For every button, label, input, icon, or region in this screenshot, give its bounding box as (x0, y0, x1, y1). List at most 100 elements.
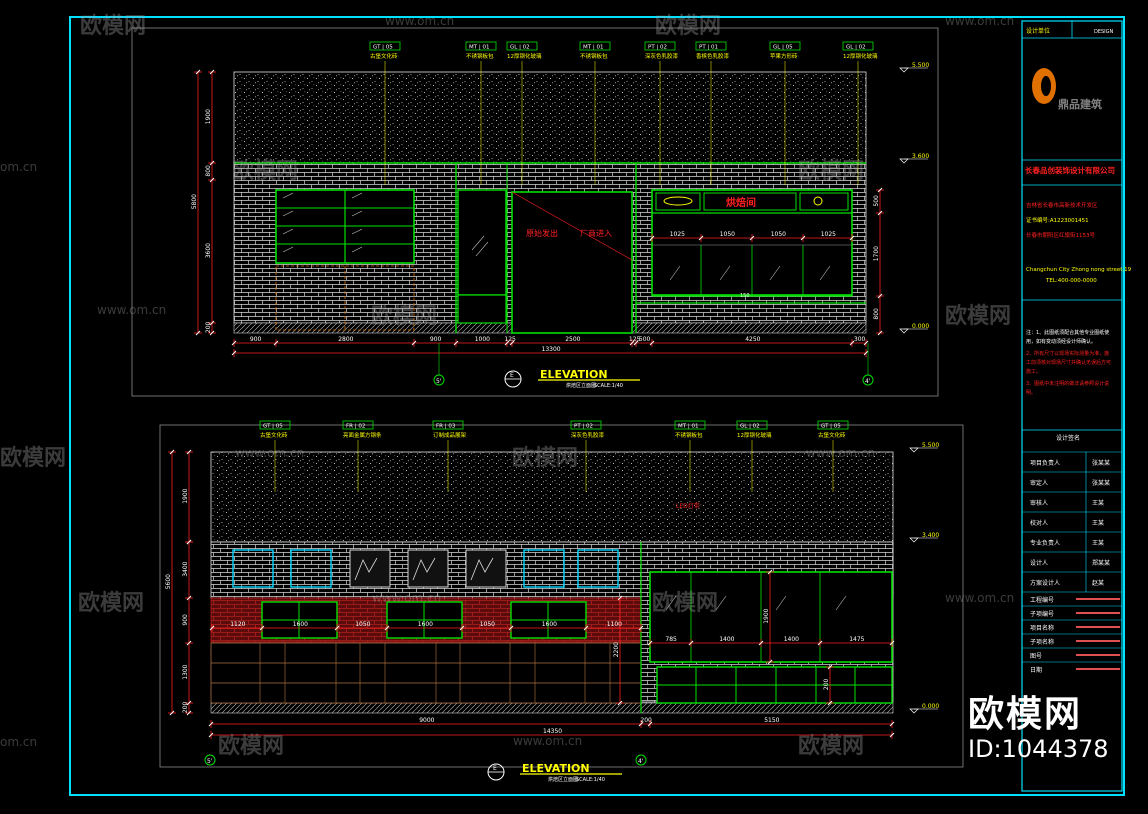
dimension-label: 500 (873, 195, 880, 207)
dimension-label: 1475 (849, 636, 864, 643)
sign-row-label: 项目名称 (1030, 624, 1054, 632)
dimension-label: 1400 (784, 636, 799, 643)
sign-row-label: 专业负责人 (1030, 539, 1060, 547)
dimension-label: 1400 (719, 636, 734, 643)
callout-desc: 亮面金属方钢条 (343, 431, 382, 439)
sign-row-label: 日期 (1030, 666, 1042, 674)
callout-desc: 深灰色乳胶漆 (645, 52, 679, 60)
callout-desc: 12厚钢化玻璃 (843, 52, 878, 60)
door-label-left: 原始发出 (526, 228, 558, 238)
level-marker-icon (899, 328, 909, 334)
dimension-label: 785 (665, 636, 677, 643)
dimension-label: 500 (639, 336, 651, 343)
dimension-label: 4250 (745, 336, 760, 343)
callout-box (465, 41, 497, 51)
callout-code: GL | 02 (740, 424, 760, 430)
dimension-label: 300 (854, 336, 866, 343)
shelves (261, 601, 587, 639)
callout-code: PT | 02 (574, 424, 593, 430)
note-line: 施工。 (1026, 368, 1041, 375)
level-value: 5.500 (912, 62, 929, 69)
note-line: 3、图纸中未注明的做法请参照设计说 (1026, 380, 1109, 387)
note-line: 用，如有变动须经设计师确认。 (1026, 338, 1096, 345)
dimension-label: 1900 (205, 109, 212, 124)
dimension-label: 150 (740, 293, 750, 299)
viewport-frame-2 (159, 424, 964, 768)
dimension-label: 13300 (542, 346, 561, 353)
logo-text: 鼎品建筑 (1058, 97, 1102, 111)
dimension-label: 1050 (355, 621, 370, 628)
dimension-label: 1025 (670, 231, 685, 238)
level-marker-icon (909, 708, 919, 714)
dimension-label: 9000 (419, 717, 434, 724)
address-line-3: 长春市朝阳区红旗街1153号 (1026, 231, 1095, 239)
callout-box (506, 41, 538, 51)
title-block-border (1021, 20, 1123, 792)
sign-row-label: 子项名称 (1030, 638, 1054, 646)
dimension-label: 3600 (205, 243, 212, 258)
callout-code: MT | 01 (469, 45, 489, 51)
brand-stamp: 欧模网 ID:1044378 (968, 695, 1109, 764)
lower-cabinet (210, 642, 642, 704)
viewport-frame-1 (131, 27, 939, 397)
callout-code: MT | 01 (583, 45, 603, 51)
callout-box (674, 420, 706, 430)
door-label-right: 厂商进入 (580, 228, 612, 238)
dimension-label: 125 (504, 336, 516, 343)
note-line: 明。 (1026, 390, 1036, 396)
title-design: DESIGN (1094, 29, 1114, 35)
callout-desc: 不锈钢板包 (675, 431, 703, 439)
brand-id: ID:1044378 (968, 735, 1109, 763)
dimension-label: 3400 (182, 561, 189, 576)
callout-code: PT | 02 (648, 45, 667, 51)
light-boxes (232, 549, 619, 588)
dimension-label: 800 (205, 165, 212, 177)
sign-row-label: 校对人 (1030, 519, 1048, 527)
dimension-label: 1600 (418, 621, 433, 628)
elevation-subtitle-1: 烘焙区立面图 (566, 382, 596, 389)
signature: 王某 (1092, 520, 1104, 527)
wall-cabinet-1 (275, 189, 415, 331)
sign-row-label: 审定人 (1030, 479, 1048, 487)
skirting-2 (210, 702, 894, 714)
callout-code: PT | 01 (699, 45, 718, 51)
level-marker-icon (899, 67, 909, 73)
callout-desc: 古堡文化砖 (370, 52, 398, 60)
callout-box (769, 41, 801, 51)
led-label: LED灯带 (676, 502, 700, 510)
callout-desc: 深灰色乳胶漆 (571, 431, 605, 439)
callout-code: GT | 05 (373, 45, 393, 51)
dimension-label: 900 (250, 336, 262, 343)
dimension-label: 1900 (182, 488, 189, 503)
dimension-label: 2800 (338, 336, 353, 343)
dimension-label: 900 (430, 336, 442, 343)
callout-box (432, 420, 464, 430)
dimension-label: 800 (873, 308, 880, 320)
dimension-label: 2200 (613, 642, 620, 657)
callout-desc: 古堡文化砖 (818, 431, 846, 439)
callout-desc: 香槟色乳胶漆 (696, 52, 730, 60)
bakery-sign: 烘焙间 (726, 196, 756, 209)
dimension-label: 14350 (543, 728, 562, 735)
dimension-label: 5150 (764, 717, 779, 724)
dimension-label: 900 (182, 614, 189, 626)
callout-code: FR | 03 (436, 424, 456, 430)
sign-title: 设计签名 (1056, 434, 1080, 442)
callout-desc: 不锈钢板包 (580, 52, 608, 60)
level-value: 5.500 (922, 442, 939, 449)
sign-row-label: 审核人 (1030, 499, 1048, 507)
ceiling-zone-2 (210, 451, 894, 543)
callout-desc: 12厚钢化玻璃 (737, 431, 772, 439)
dimension-label: 1120 (230, 621, 245, 628)
address-line-1: 吉林省长春市高新技术开发区 (1026, 201, 1098, 209)
dimension-label: 125 (629, 336, 641, 343)
glass-door-1 (457, 189, 507, 324)
notes: 注：1、此图纸须配合其他专业图纸使用，如有变动须经设计师确认。2、所有尺寸以现场… (1026, 329, 1111, 396)
